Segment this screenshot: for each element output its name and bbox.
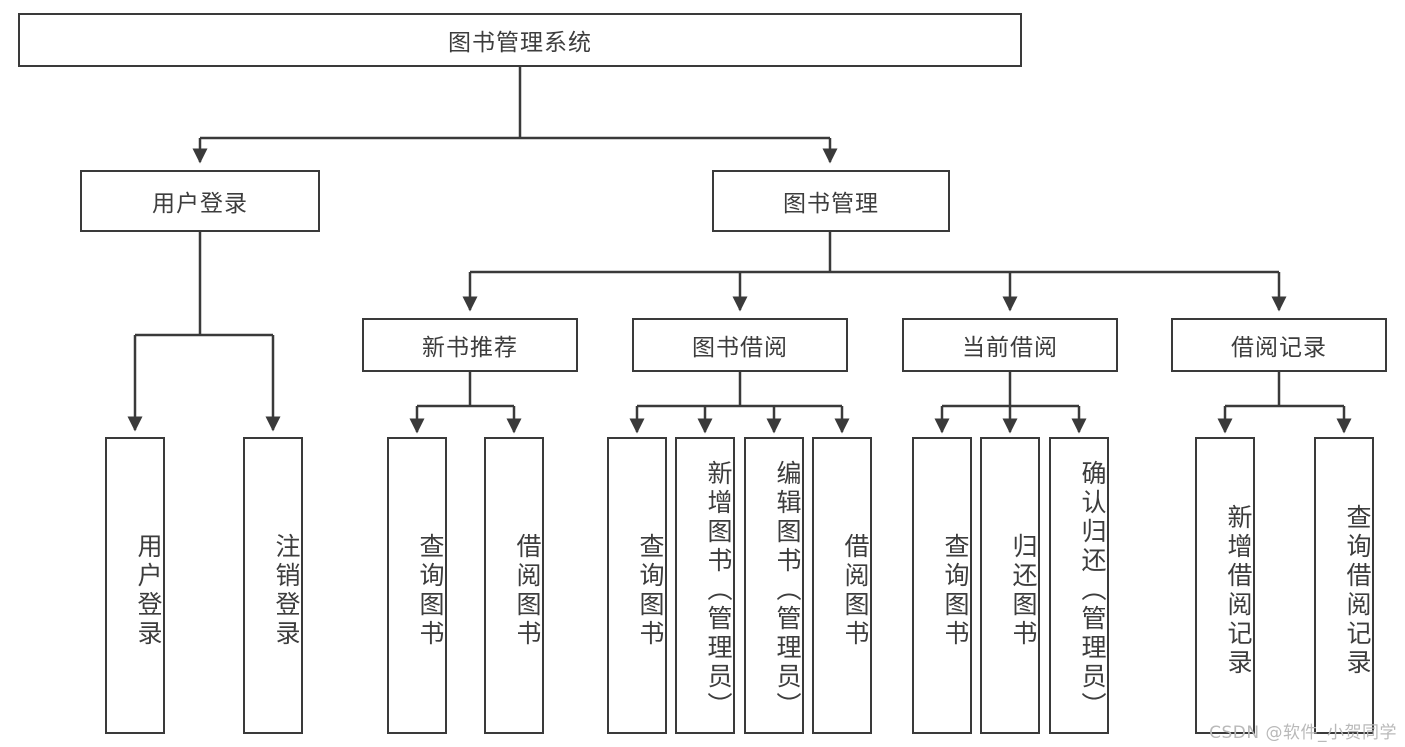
node-label: 用户登录 (134, 532, 163, 649)
node-label: 用户登录 (152, 191, 248, 217)
node-label: 查询图书 (941, 532, 970, 649)
node-label: 图书借阅 (692, 335, 788, 361)
node-user-login[interactable]: 用户登录 (80, 170, 320, 232)
node-label: 图书管理系统 (448, 30, 592, 56)
node-label: 借阅图书 (841, 532, 870, 649)
node-label: 查询图书 (636, 532, 665, 649)
node-label: 新书推荐 (422, 335, 518, 361)
node-new-book-recommendation[interactable]: 新书推荐 (362, 318, 578, 372)
leaf-add-book-admin[interactable]: 新增图书（管理员） (675, 437, 735, 734)
node-label: 借阅图书 (513, 532, 542, 649)
node-root-book-management-system[interactable]: 图书管理系统 (18, 13, 1022, 67)
leaf-query-book-3[interactable]: 查询图书 (912, 437, 972, 734)
node-label: 注销登录 (272, 532, 301, 649)
node-label: 编辑图书（管理员） (773, 460, 802, 721)
node-borrow-record[interactable]: 借阅记录 (1171, 318, 1387, 372)
leaf-user-login[interactable]: 用户登录 (105, 437, 165, 734)
leaf-borrow-book-2[interactable]: 借阅图书 (812, 437, 872, 734)
node-label: 新增图书（管理员） (704, 460, 733, 721)
csdn-watermark: CSDN @软件_小贺同学 (1209, 723, 1397, 743)
node-label: 查询借阅记录 (1343, 503, 1372, 678)
leaf-return-book[interactable]: 归还图书 (980, 437, 1040, 734)
leaf-borrow-book-1[interactable]: 借阅图书 (484, 437, 544, 734)
node-label: 查询图书 (416, 532, 445, 649)
node-label: 当前借阅 (962, 335, 1058, 361)
leaf-query-book-2[interactable]: 查询图书 (607, 437, 667, 734)
leaf-confirm-return-admin[interactable]: 确认归还（管理员） (1049, 437, 1109, 734)
leaf-add-borrow-record[interactable]: 新增借阅记录 (1195, 437, 1255, 734)
node-label: 归还图书 (1009, 532, 1038, 649)
node-label: 新增借阅记录 (1224, 503, 1253, 678)
node-book-management[interactable]: 图书管理 (712, 170, 950, 232)
leaf-query-book-1[interactable]: 查询图书 (387, 437, 447, 734)
node-book-borrow[interactable]: 图书借阅 (632, 318, 848, 372)
node-label: 图书管理 (783, 191, 879, 217)
leaf-query-borrow-record[interactable]: 查询借阅记录 (1314, 437, 1374, 734)
leaf-edit-book-admin[interactable]: 编辑图书（管理员） (744, 437, 804, 734)
node-label: 借阅记录 (1231, 335, 1327, 361)
leaf-logout[interactable]: 注销登录 (243, 437, 303, 734)
node-label: 确认归还（管理员） (1078, 460, 1107, 721)
node-current-borrow[interactable]: 当前借阅 (902, 318, 1118, 372)
